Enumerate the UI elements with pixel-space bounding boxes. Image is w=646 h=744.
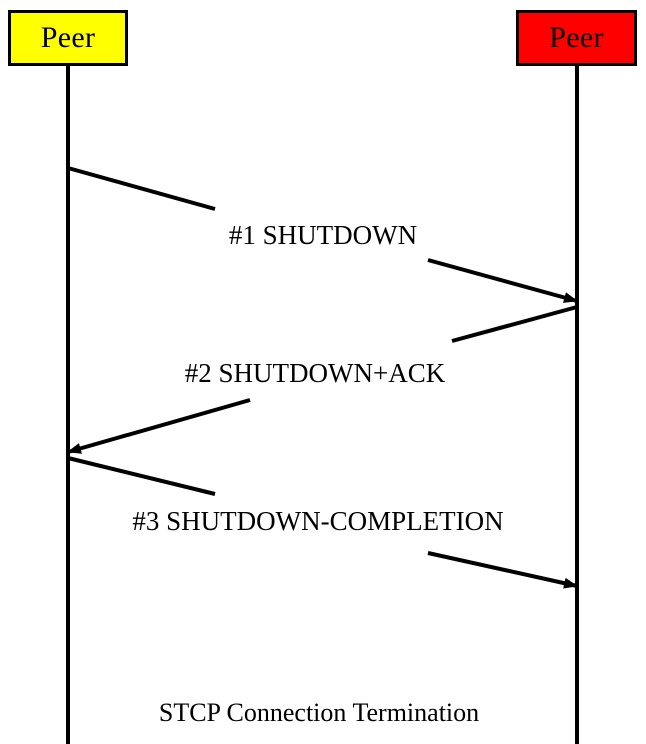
message-3-segment-b xyxy=(427,551,578,589)
participant-box-right[interactable]: Peer xyxy=(516,10,637,66)
diagram-caption: STCP Connection Termination xyxy=(158,698,480,727)
message-2-segment-a xyxy=(451,305,578,343)
message-3-segment-a xyxy=(67,456,216,496)
participant-label-right: Peer xyxy=(549,21,604,54)
message-label-2: #2 SHUTDOWN+ACK xyxy=(184,358,446,388)
message-label-1: #1 SHUTDOWN xyxy=(228,220,418,250)
message-1-segment-b xyxy=(427,258,578,303)
participant-label-left: Peer xyxy=(40,21,96,54)
message-label-3: #3 SHUTDOWN-COMPLETION xyxy=(132,506,504,536)
message-2-segment-b xyxy=(67,398,251,454)
participant-box-left[interactable]: Peer xyxy=(8,10,128,66)
message-1-segment-a xyxy=(67,166,216,211)
